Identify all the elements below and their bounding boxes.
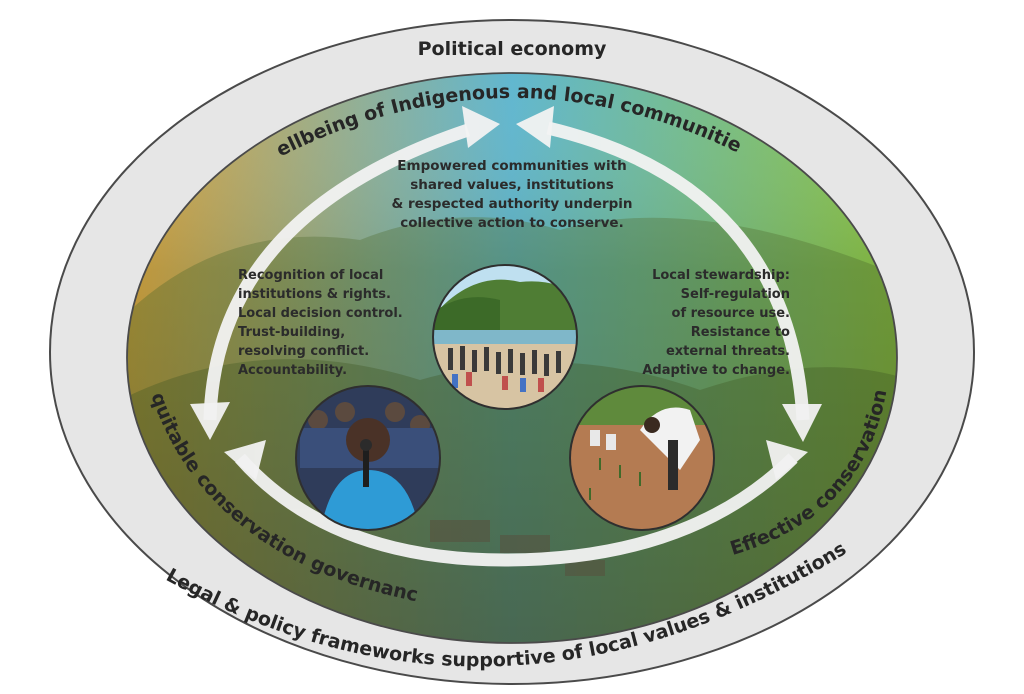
- svg-text:Local stewardship:: Local stewardship:: [652, 268, 790, 283]
- arrow-head-top-left: [462, 106, 500, 148]
- svg-text:resolving conflict.: resolving conflict.: [238, 344, 369, 359]
- svg-text:institutions & rights.: institutions & rights.: [238, 287, 391, 302]
- arrow-head-bottom-left: [224, 440, 266, 480]
- svg-text:external threats.: external threats.: [666, 344, 790, 359]
- svg-text:& respected authority underpin: & respected authority underpin: [391, 196, 632, 212]
- svg-text:shared values, institutions: shared values, institutions: [410, 177, 614, 193]
- left-text-block: Recognition of local institutions & righ…: [238, 268, 403, 378]
- svg-text:Trust-building,: Trust-building,: [238, 325, 345, 340]
- arrow-head-bottom-right: [766, 440, 808, 480]
- outer-top-label: Political economy: [418, 38, 607, 60]
- arrow-head-right-down: [782, 404, 822, 442]
- svg-text:Resistance to: Resistance to: [691, 325, 790, 340]
- svg-text:Adaptive to change.: Adaptive to change.: [642, 363, 790, 378]
- svg-text:Self-regulation: Self-regulation: [681, 287, 790, 302]
- planting-seedlings-photo: [569, 385, 715, 531]
- center-text-block: Empowered communities with shared values…: [391, 158, 632, 231]
- svg-text:Recognition of local: Recognition of local: [238, 268, 383, 283]
- svg-text:Empowered communities with: Empowered communities with: [397, 158, 626, 174]
- cycle-arrows: [203, 121, 810, 567]
- arrow-head-left-down: [190, 402, 230, 440]
- svg-text:collective action to conserve.: collective action to conserve.: [400, 215, 623, 231]
- svg-text:Local decision control.: Local decision control.: [238, 306, 403, 321]
- right-text-block: Local stewardship: Self-regulation of re…: [642, 268, 790, 378]
- svg-text:Accountability.: Accountability.: [238, 363, 347, 378]
- speaker-with-microphone-photo: [295, 385, 441, 531]
- arrow-head-top-right: [516, 106, 554, 148]
- svg-text:of resource use.: of resource use.: [672, 306, 790, 321]
